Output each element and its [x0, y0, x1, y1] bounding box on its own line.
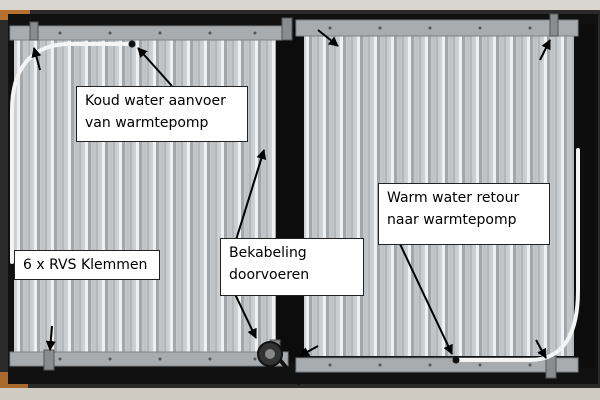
supply-port: [128, 40, 136, 48]
arrow-clamp-1: [31, 47, 42, 71]
callout-bekabeling-line2: doorvoeren: [229, 267, 310, 283]
annotation-arrows: [31, 29, 551, 359]
cable: [278, 358, 302, 386]
arrow-clamp-5: [299, 345, 319, 357]
top-rail-left: [9, 25, 289, 41]
callout-warm-water-line2: naar warmtepomp: [387, 212, 517, 228]
wall-top: [0, 0, 600, 10]
callout-klemmen: 6 x RVS Klemmen: [14, 250, 160, 280]
arrow-clamp-6: [535, 339, 547, 359]
callout-koud-water: Koud water aanvoer van warmtepomp: [76, 86, 248, 142]
return-hose: [456, 148, 580, 362]
arrow-warm-water: [399, 243, 453, 355]
top-rail-right: [295, 19, 579, 37]
floor-bottom: [0, 388, 600, 400]
arrow-clamp-3: [539, 39, 551, 61]
bottom-rail-left: [9, 351, 289, 367]
callout-warm-water: Warm water retour naar warmtepomp: [378, 183, 550, 245]
arrow-clamp-4: [45, 325, 56, 351]
cable-gland-center: [265, 349, 275, 359]
callout-klemmen-label: 6 x RVS Klemmen: [23, 257, 148, 273]
arrow-bekabeling-gap: [235, 149, 267, 241]
arrow-bekabeling-gland: [233, 291, 257, 339]
arrow-clamp-2: [317, 29, 339, 47]
callout-warm-water-line1: Warm water retour: [387, 190, 520, 206]
arrow-koud-water: [137, 47, 173, 87]
callout-koud-water-line2: van warmtepomp: [85, 115, 209, 131]
center-gap: [276, 28, 304, 362]
return-port: [452, 356, 460, 364]
callout-bekabeling: Bekabeling doorvoeren: [220, 238, 364, 296]
supply-hose: [10, 42, 134, 264]
left-panel: [14, 34, 276, 356]
rail-holes: [58, 26, 532, 367]
callout-bekabeling-line1: Bekabeling: [229, 245, 307, 261]
callout-koud-water-line1: Koud water aanvoer: [85, 93, 226, 109]
